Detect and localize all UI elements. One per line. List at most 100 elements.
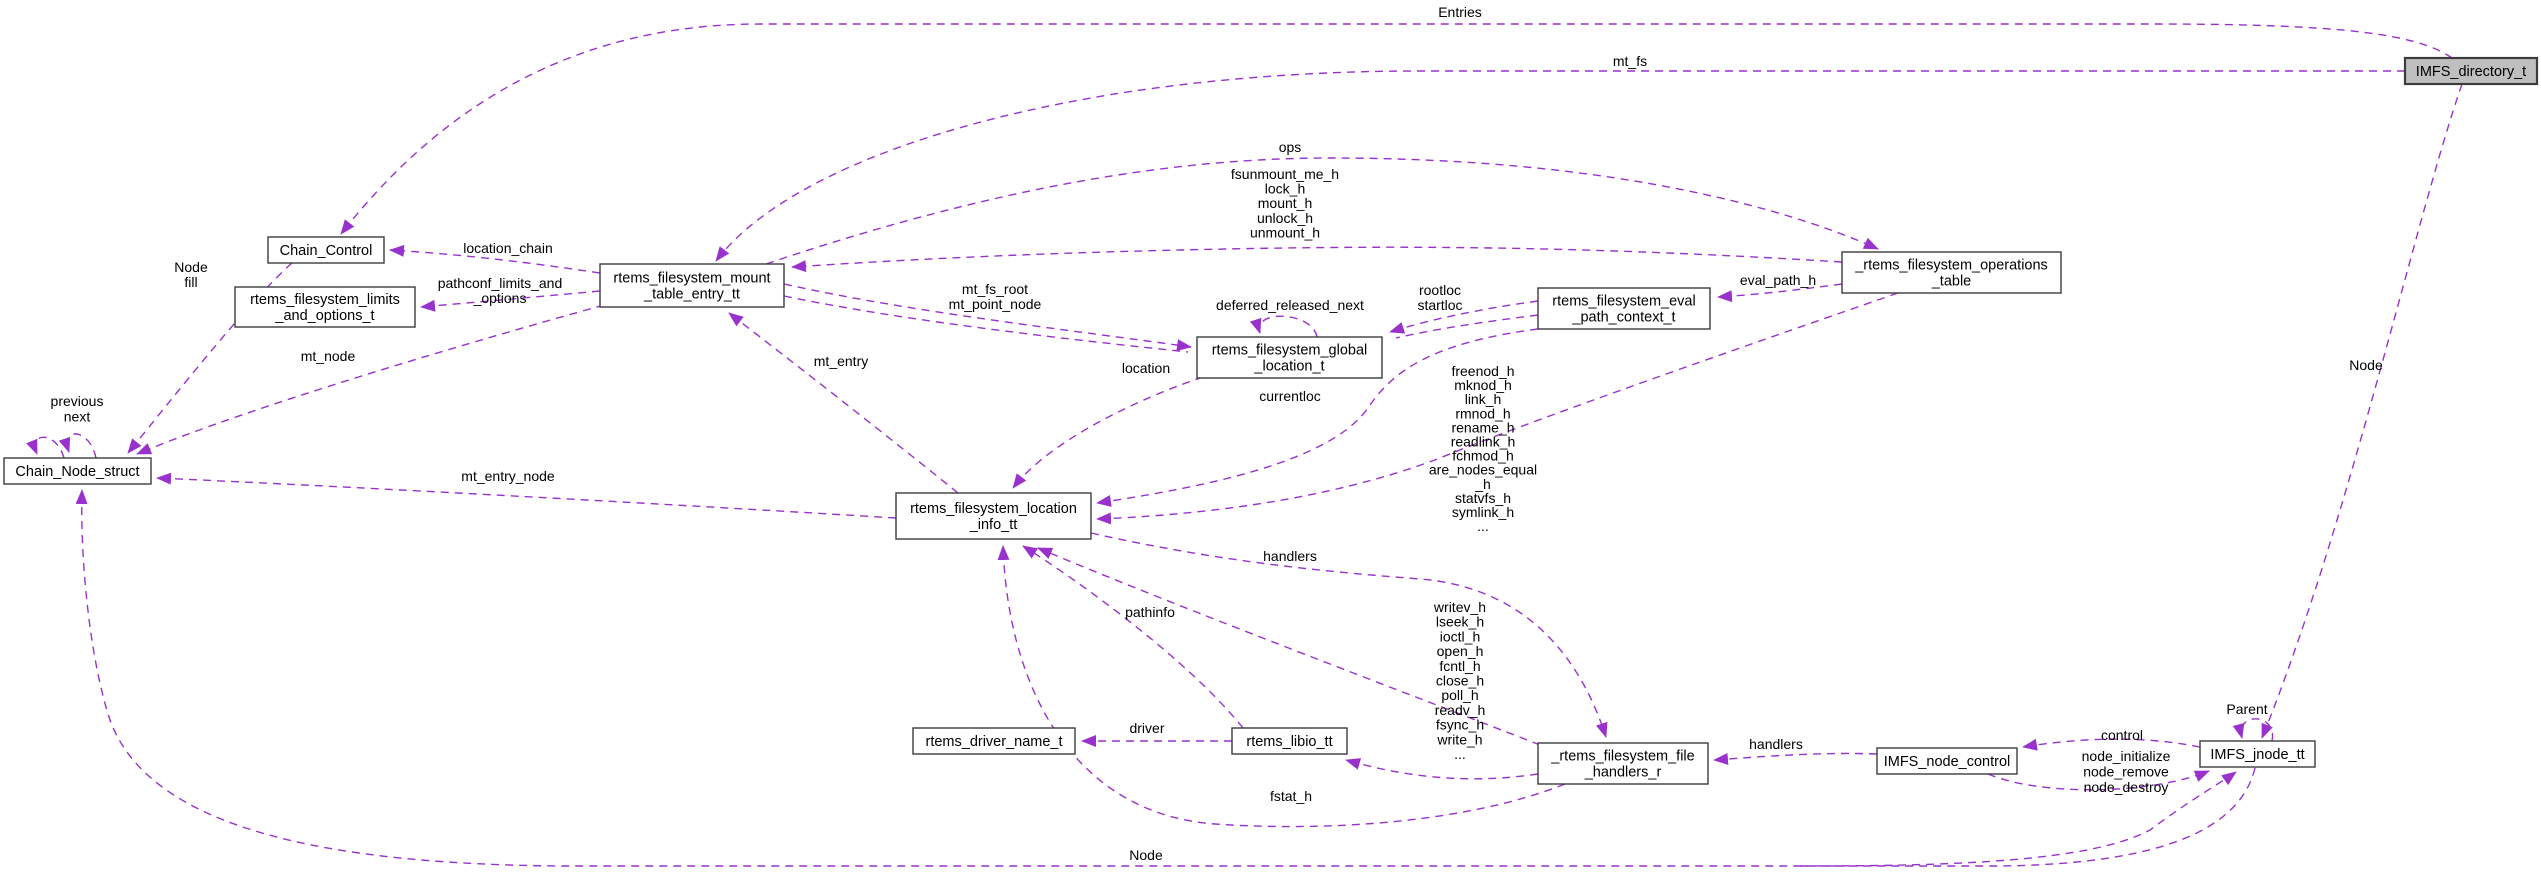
edge-label-line: mt_entry_node [461,468,555,484]
node-box[interactable] [1537,742,1709,785]
edge-label-line: mt_point_node [949,296,1042,312]
node-label-line: rtems_filesystem_mount [613,271,770,287]
node-box[interactable] [1537,287,1711,330]
node-box[interactable] [234,286,416,328]
edge-label-line: _h [1474,476,1491,492]
edge-label-entries: Entries [1438,4,1482,20]
node-box[interactable] [599,263,785,308]
node-box[interactable] [267,236,385,264]
edge-label-eval-path-h: eval_path_h [1740,272,1816,288]
node-chain-control[interactable]: Chain_Control [267,236,385,264]
node-limits-and-options[interactable]: rtems_filesystem_limits_and_options_t [234,286,416,328]
edge-label-mt-node: mt_node [301,348,356,364]
edge-parent-loop [2232,718,2274,742]
edge-label-line: unlock_h [1257,210,1313,226]
edge-label-line: Parent [2226,701,2267,717]
node-mount-table-entry[interactable]: rtems_filesystem_mount_table_entry_tt [599,263,785,308]
edge-label-line: mount_h [1258,195,1312,211]
node-box[interactable] [1841,251,2062,294]
edge-label-line: handlers [1263,548,1317,564]
edge-node-init [1987,770,2210,791]
node-node-control[interactable]: IMFS_node_control [1876,747,2018,775]
node-box[interactable] [1231,727,1348,755]
edge-label-line: write_h [1436,731,1482,747]
edge-label-line: readlink_h [1451,434,1516,450]
node-box[interactable] [3,457,152,485]
node-label-line: _location_t [1253,359,1324,375]
edge-currentloc [1096,328,1539,507]
node-label-line: IMFS_node_control [1884,754,2011,770]
node-box[interactable] [1196,336,1383,379]
edge-label-line: are_nodes_equal [1429,462,1537,478]
edge-label-line: rename_h [1451,419,1514,435]
edge-label-line: mt_fs [1613,53,1647,69]
node-location-info[interactable]: rtems_filesystem_location_info_tt [895,492,1092,540]
edge-label-parent: Parent [2226,701,2267,717]
node-label-line: _table [1931,274,1972,290]
edge-into-loc-bottom [1037,547,1541,746]
edge-label-deferred: deferred_released_next [1216,297,1364,313]
node-label: rtems_filesystem_location_info_tt [910,501,1077,533]
node-box[interactable] [2199,740,2316,768]
node-eval-path-context[interactable]: rtems_filesystem_eval_path_context_t [1537,287,1711,330]
node-imfs-directory-t[interactable]: IMFS_directory_t [2403,56,2539,86]
edge-mt-fs [715,70,2405,262]
node-label: rtems_filesystem_global_location_t [1212,343,1368,375]
edge-label-mt-fs: mt_fs [1613,53,1647,69]
edge-unmount-bundle [791,246,1843,273]
node-label-line: rtems_filesystem_location [910,501,1077,517]
node-label: IMFS_jnode_tt [2210,747,2304,763]
edge-mt-entry-node [156,472,897,519]
edge-label-line: _options [473,290,527,306]
edge-entries [340,23,2453,235]
node-box[interactable] [912,727,1076,755]
edge-deferred-loop [1249,315,1318,338]
node-box[interactable] [2403,56,2539,86]
edge-label-line: open_h [1437,643,1484,659]
edge-handlers [1090,532,1608,738]
edge-location-chain [389,244,601,274]
edge-label-line: node_remove [2083,764,2169,780]
edge-label-line: ... [1477,518,1489,534]
node-label: rtems_filesystem_limits_and_options_t [250,292,400,324]
edge-label-line: currentloc [1259,388,1320,404]
node-chain-node-struct[interactable]: Chain_Node_struct [3,457,152,485]
node-global-location[interactable]: rtems_filesystem_global_location_t [1196,336,1383,379]
node-libio[interactable]: rtems_libio_tt [1231,727,1348,755]
node-file-handlers[interactable]: _rtems_filesystem_file_handlers_r [1537,742,1709,785]
node-box[interactable] [1876,747,2018,775]
edge-label-line: unmount_h [1250,224,1320,240]
node-jnode[interactable]: IMFS_jnode_tt [2199,740,2316,768]
edge-label-line: ioctl_h [1440,628,1480,644]
node-operations-table[interactable]: _rtems_filesystem_operations_table [1841,251,2062,294]
edge-label-line: Node [174,259,208,275]
node-driver-name[interactable]: rtems_driver_name_t [912,727,1076,755]
edge-node-fill [127,262,293,454]
edge-label-line: Entries [1438,4,1482,20]
node-label-line: rtems_filesystem_global [1212,343,1368,359]
edge-label-handlers-2: handlers [1749,736,1803,752]
edge-label-line: pathconf_limits_and [438,275,563,291]
edge-handlers-2 [1713,752,1878,765]
edge-label-line: next [64,409,91,425]
edge-label-line: ops [1279,139,1302,155]
edge-label-line: Node [1129,847,1163,863]
node-label: rtems_filesystem_eval_path_context_t [1552,294,1695,326]
node-label-line: _handlers_r [1584,765,1662,781]
edge-label-line: rmnod_h [1455,405,1510,421]
node-box[interactable] [895,492,1092,540]
edge-label-node-right: Node [2349,357,2383,373]
edge-label-line: location [1122,360,1170,376]
node-label: _rtems_filesystem_file_handlers_r [1550,749,1694,781]
edge-label-node-bottom: Node [1129,847,1163,863]
node-label-line: Chain_Control [280,243,373,259]
node-label: Chain_Node_struct [15,464,139,480]
edge-writev-bundle [1345,758,1539,780]
edge-label-line: mt_node [301,348,356,364]
edge-label-line: symlink_h [1452,504,1514,520]
edge-label-line: rootloc [1419,282,1461,298]
